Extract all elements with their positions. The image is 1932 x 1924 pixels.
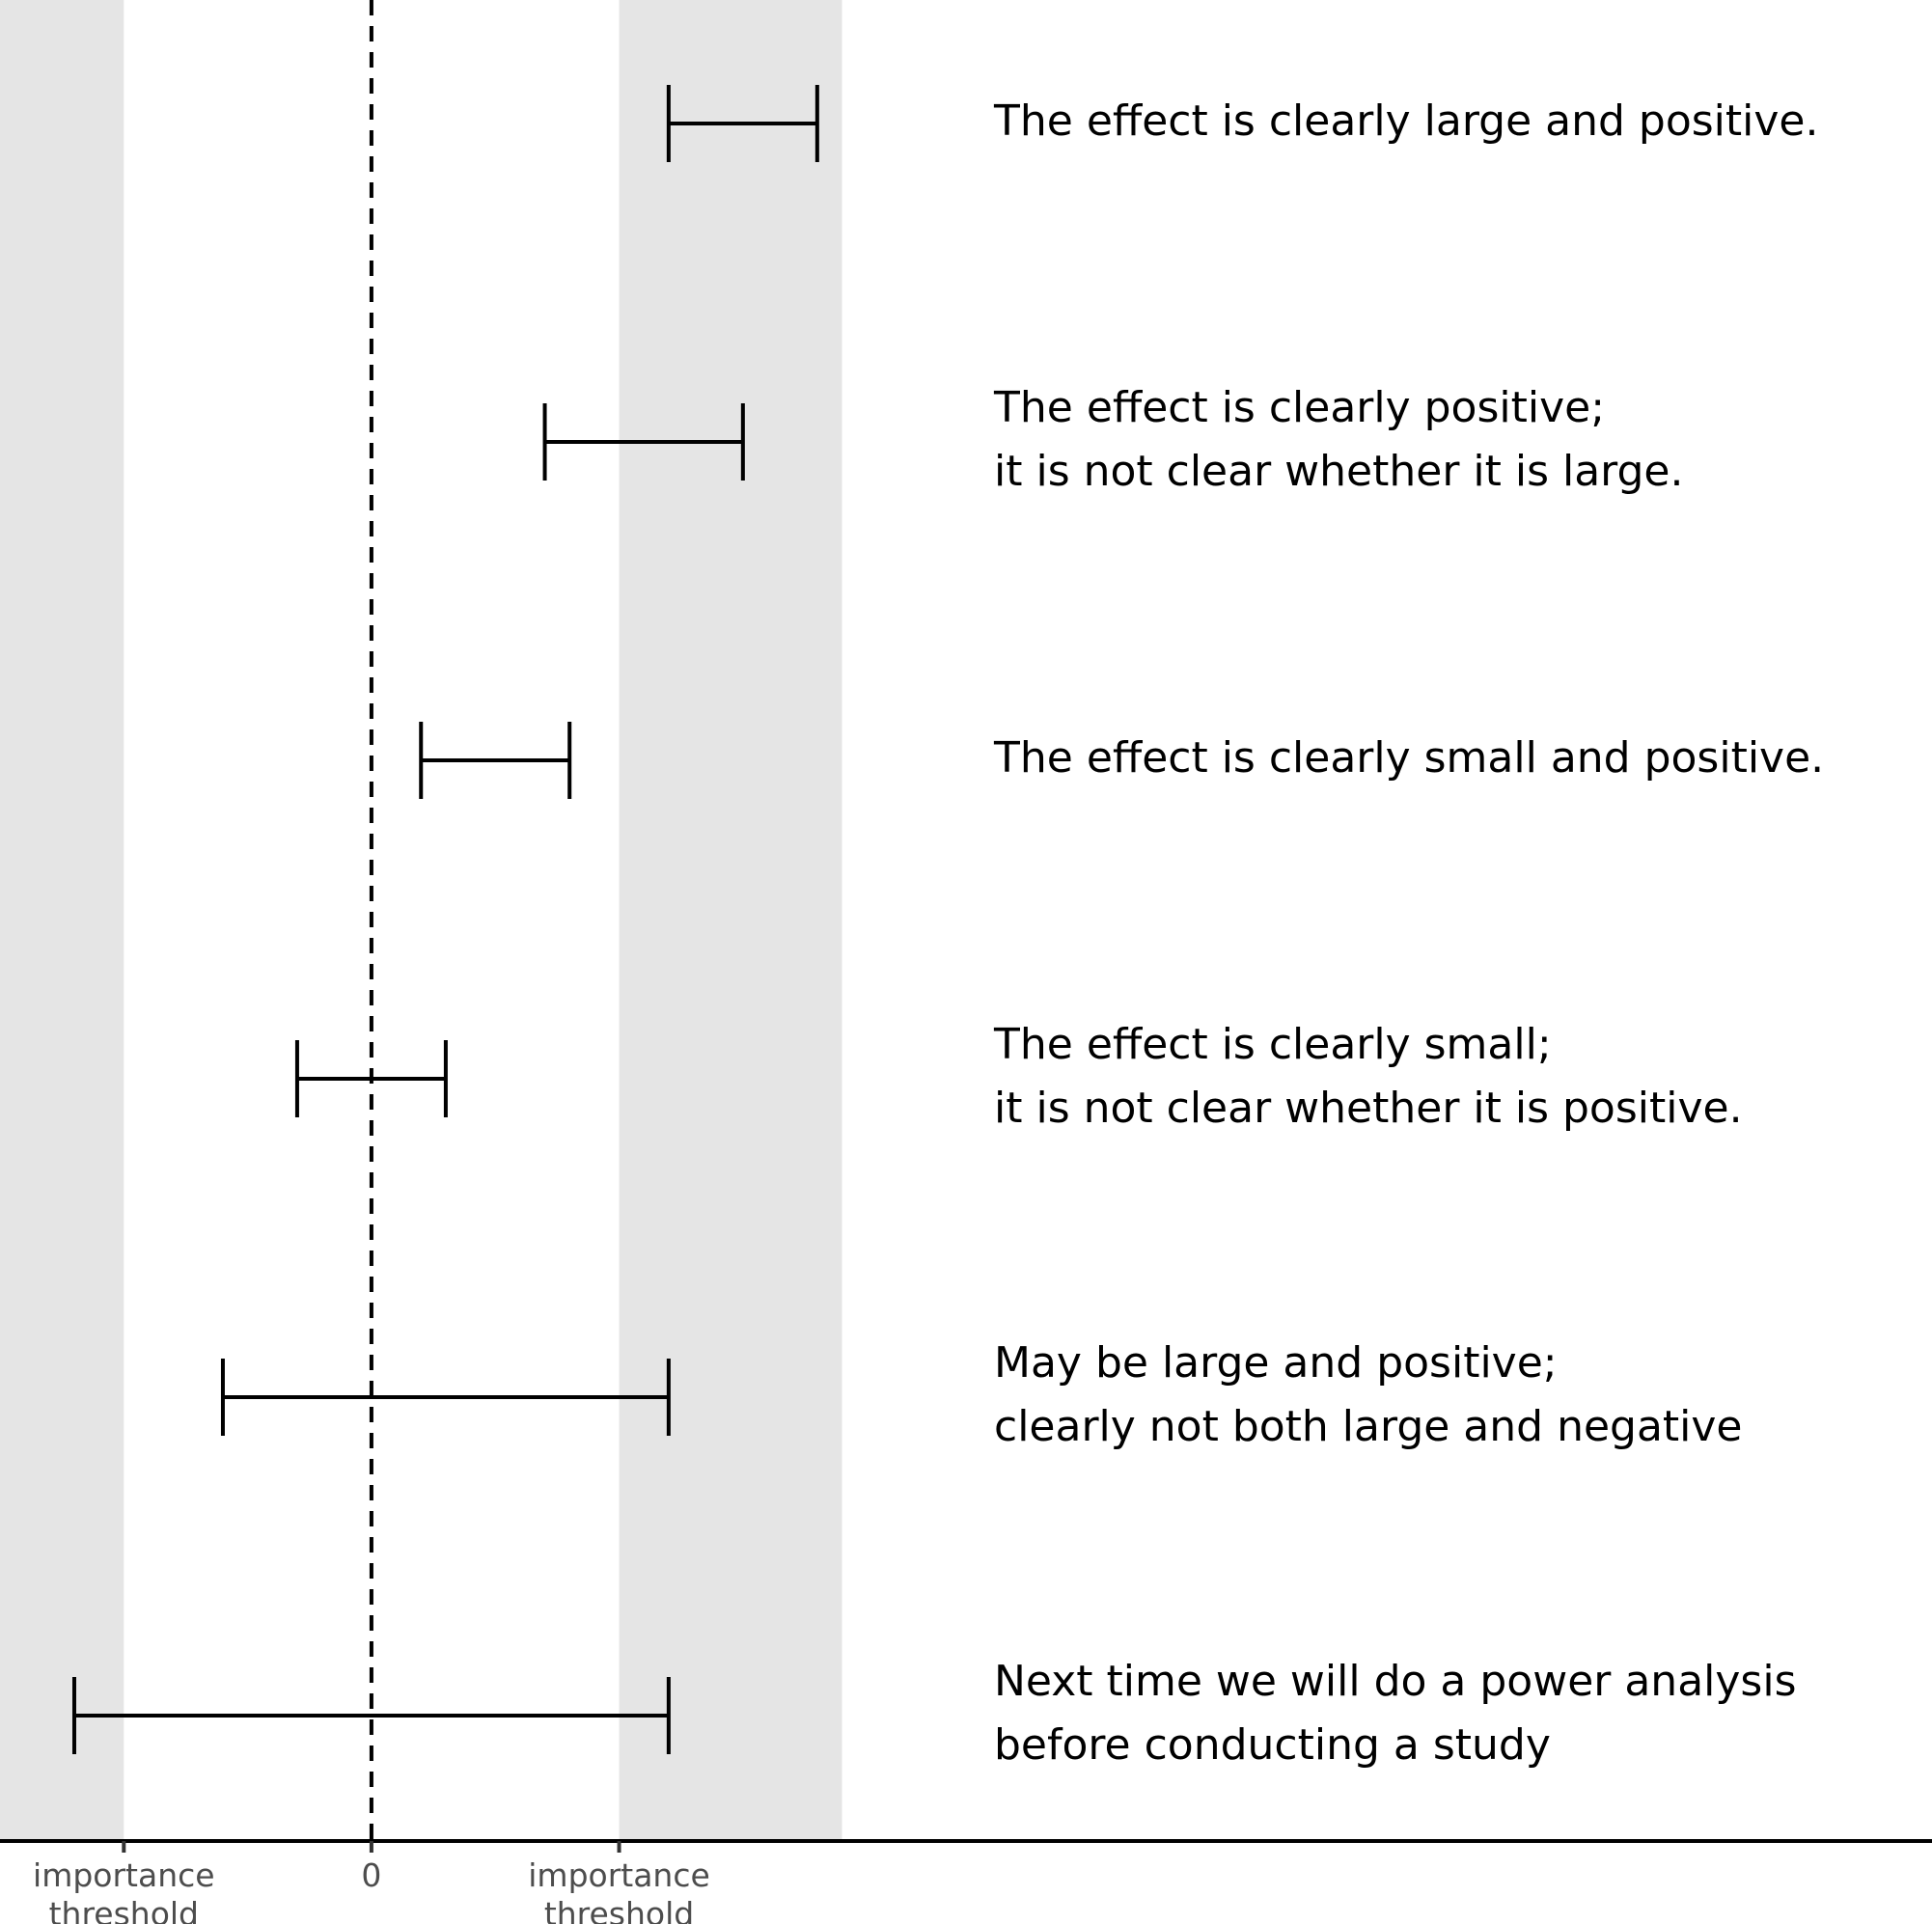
annotation-line: The effect is clearly small; bbox=[993, 1020, 1552, 1069]
annotation-line: it is not clear whether it is positive. bbox=[994, 1084, 1743, 1133]
annotation-line: before conducting a study bbox=[994, 1720, 1551, 1770]
annotation-4: May be large and positive; clearly not bo… bbox=[994, 1338, 1743, 1451]
shaded-regions bbox=[0, 0, 842, 1841]
x-tick-label: 0 bbox=[361, 1856, 381, 1894]
annotation-5: Next time we will do a power analysis bef… bbox=[994, 1657, 1797, 1770]
annotation-1: The effect is clearly positive; it is not… bbox=[993, 383, 1683, 496]
annotation-line: The effect is clearly large and positive… bbox=[993, 96, 1818, 146]
shaded-region-1 bbox=[619, 0, 842, 1841]
annotation-3: The effect is clearly small; it is not cl… bbox=[993, 1020, 1743, 1133]
annotation-line: May be large and positive; bbox=[994, 1338, 1558, 1388]
x-tick-label-line: importance bbox=[528, 1856, 710, 1894]
annotations: The effect is clearly large and positive… bbox=[993, 96, 1824, 1770]
error-bar-0 bbox=[666, 85, 819, 162]
error-bar-3 bbox=[294, 1040, 448, 1117]
error-bars bbox=[71, 85, 819, 1754]
x-tick-label-line: 0 bbox=[361, 1856, 381, 1894]
error-bar-5 bbox=[71, 1677, 671, 1754]
error-bar-2 bbox=[419, 722, 572, 799]
annotation-line: The effect is clearly positive; bbox=[993, 383, 1605, 432]
annotation-line: Next time we will do a power analysis bbox=[994, 1657, 1797, 1706]
error-bar-1 bbox=[542, 403, 745, 481]
annotation-line: it is not clear whether it is large. bbox=[994, 447, 1683, 496]
x-tick-label-line: threshold bbox=[49, 1895, 199, 1924]
x-tick-label-line: threshold bbox=[544, 1895, 694, 1924]
annotation-line: The effect is clearly small and positive… bbox=[993, 733, 1824, 783]
error-bar-4 bbox=[220, 1359, 671, 1436]
annotation-0: The effect is clearly large and positive… bbox=[993, 96, 1818, 146]
x-tick-label-line: importance bbox=[33, 1856, 215, 1894]
annotation-line: clearly not both large and negative bbox=[994, 1402, 1743, 1451]
shaded-region-0 bbox=[0, 0, 124, 1841]
annotation-2: The effect is clearly small and positive… bbox=[993, 733, 1824, 783]
